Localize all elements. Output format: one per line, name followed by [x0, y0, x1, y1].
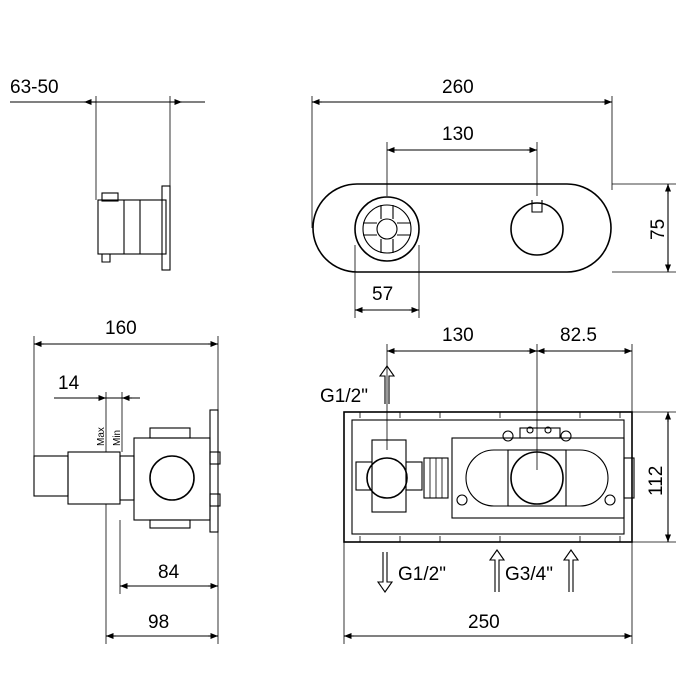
dim-front-width: 260: [442, 77, 474, 98]
dim-outlet-offset: 82.5: [560, 325, 597, 346]
dim-body-width: 160: [105, 318, 137, 339]
dim-side-depth: 63-50: [10, 77, 59, 98]
dim-plate-height: 75: [648, 219, 669, 240]
dim-handle-diameter: 57: [372, 284, 393, 305]
screws: [456, 426, 616, 506]
mounting-slots: [359, 412, 621, 542]
dim-box-height: 112: [646, 466, 667, 496]
conn-inlet: G3/4": [505, 564, 553, 585]
dim-min-depth: 14: [58, 373, 80, 394]
front-view-box: 130 82.5 G1/2": [320, 325, 676, 644]
side-view-trim: 63-50: [10, 77, 205, 271]
dim-valve-spacing: 130: [442, 325, 474, 346]
dim-body-total-depth: 98: [148, 612, 169, 633]
dim-box-width: 250: [468, 612, 500, 633]
label-max: Max: [96, 427, 107, 446]
conn-top-outlet: G1/2": [320, 386, 368, 407]
conn-bottom-outlet: G1/2": [398, 564, 446, 585]
dim-body-depth: 84: [158, 562, 180, 583]
dim-lever-spacing: 130: [442, 124, 474, 145]
front-view-plate: 260 130 75 57: [311, 77, 676, 318]
side-view-body: 160 14 Max Min 84 98: [33, 318, 221, 644]
label-min: Min: [112, 430, 123, 446]
